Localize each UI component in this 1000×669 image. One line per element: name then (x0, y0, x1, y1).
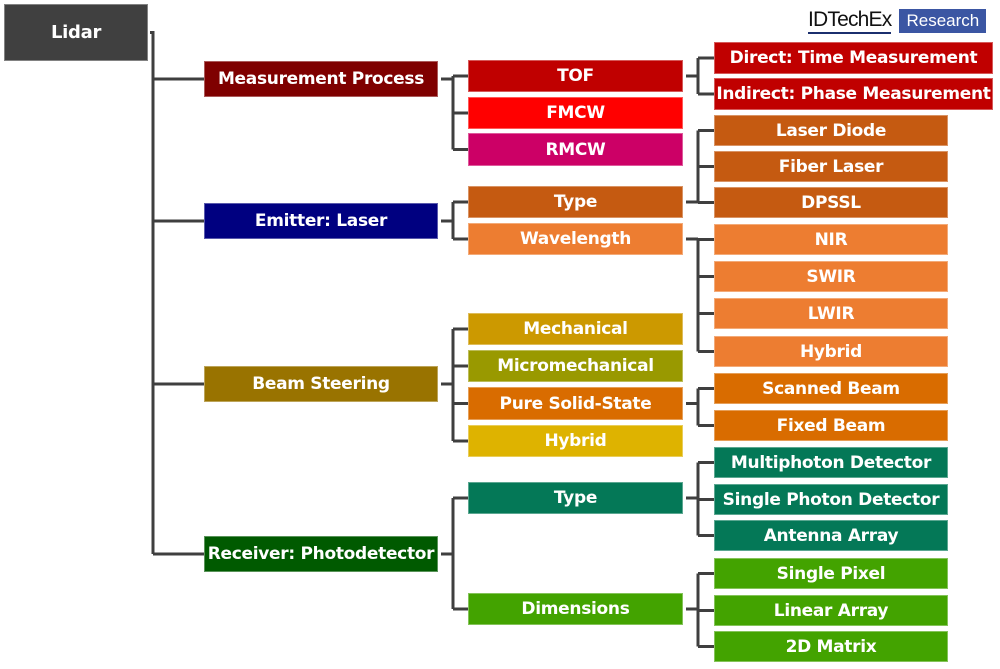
node-label: LWIR (807, 303, 855, 324)
connector-category-1 (441, 200, 468, 241)
node-label: Direct: Time Measurement (729, 48, 978, 68)
connector-sub-2-2 (686, 387, 714, 427)
subcategory-rmcw: RMCW (468, 133, 683, 166)
node-label: Micromechanical (497, 356, 654, 376)
leaf-linear-array: Linear Array (714, 595, 948, 626)
connector-sub-1-1 (686, 237, 714, 353)
node-label: Fiber Laser (778, 156, 884, 177)
connector-root (150, 31, 204, 556)
leaf-hybrid-wavelength: Hybrid (714, 336, 948, 367)
node-label: Hybrid (544, 431, 607, 451)
leaf-fixed-beam: Fixed Beam (714, 410, 948, 441)
node-label: Dimensions (521, 599, 630, 619)
node-label: TOF (557, 66, 594, 86)
connector-sub-1-0 (686, 129, 714, 204)
connector-sub-3-1 (686, 572, 714, 648)
connector-category-2 (441, 327, 468, 443)
node-label: RMCW (545, 139, 606, 160)
subcategory-laser-type: Type (468, 186, 683, 218)
leaf-lwir: LWIR (714, 298, 948, 329)
node-label: Antenna Array (763, 525, 899, 546)
node-label: Linear Array (773, 600, 889, 621)
leaf-nir: NIR (714, 224, 948, 255)
node-label: Wavelength (519, 229, 632, 249)
connector-category-0 (441, 74, 468, 151)
subcategory-fmcw: FMCW (468, 97, 683, 129)
node-label: Type (553, 192, 598, 212)
node-label: Laser Diode (775, 120, 887, 141)
node-label: Single Pixel (776, 563, 886, 584)
node-label: Single Photon Detector (722, 489, 940, 510)
leaf-single-pixel: Single Pixel (714, 558, 948, 589)
leaf-antenna-array: Antenna Array (714, 520, 948, 551)
leaf-single-photon-detector: Single Photon Detector (714, 484, 948, 515)
node-label: Multiphoton Detector (730, 452, 932, 473)
node-label: 2D Matrix (785, 636, 877, 657)
category-receiver-photodetector: Receiver: Photodetector (204, 536, 438, 572)
logo-research-tag: Research (899, 9, 987, 33)
subcategory-tof: TOF (468, 60, 683, 92)
leaf-2d-matrix: 2D Matrix (714, 631, 948, 662)
node-label: Type (553, 488, 598, 508)
idtechex-logo: IDTechEx Research (808, 8, 987, 34)
subcategory-mechanical: Mechanical (468, 313, 683, 345)
node-label: FMCW (546, 103, 605, 123)
node-label: Scanned Beam (762, 378, 900, 399)
node-label: DPSSL (801, 192, 861, 213)
leaf-fiber-laser: Fiber Laser (714, 151, 948, 182)
subcategory-micromechanical: Micromechanical (468, 350, 683, 382)
node-label: Pure Solid-State (499, 393, 652, 414)
leaf-scanned-beam: Scanned Beam (714, 373, 948, 404)
root-node-lidar: Lidar (4, 4, 148, 61)
leaf-dpssl: DPSSL (714, 187, 948, 218)
connector-sub-0-0 (686, 56, 714, 96)
leaf-swir: SWIR (714, 261, 948, 292)
node-label: Beam Steering (252, 374, 390, 394)
category-emitter-laser: Emitter: Laser (204, 203, 438, 239)
node-label: Measurement Process (217, 69, 425, 89)
subcategory-hybrid-steering: Hybrid (468, 425, 683, 457)
subcategory-detector-type: Type (468, 482, 683, 514)
leaf-direct-time-measurement: Direct: Time Measurement (714, 42, 993, 74)
node-label: Receiver: Photodetector (207, 544, 435, 564)
subcategory-pure-solid-state: Pure Solid-State (468, 387, 683, 420)
logo-brand: IDTechEx (808, 8, 892, 34)
node-label: Fixed Beam (776, 415, 886, 436)
category-beam-steering: Beam Steering (204, 366, 438, 402)
connector-category-3 (441, 496, 468, 611)
node-label: Mechanical (523, 319, 628, 339)
subcategory-dimensions: Dimensions (468, 593, 683, 625)
node-label: NIR (814, 229, 848, 250)
node-label: Emitter: Laser (254, 211, 388, 231)
leaf-multiphoton-detector: Multiphoton Detector (714, 447, 948, 478)
subcategory-wavelength: Wavelength (468, 223, 683, 255)
node-label: SWIR (806, 266, 856, 287)
category-measurement-process: Measurement Process (204, 61, 438, 97)
leaf-laser-diode: Laser Diode (714, 115, 948, 146)
node-label: Lidar (50, 22, 102, 43)
node-label: Hybrid (799, 341, 863, 362)
node-label: Indirect: Phase Measurement (716, 84, 991, 104)
connector-sub-3-0 (686, 461, 714, 537)
leaf-indirect-phase-measurement: Indirect: Phase Measurement (714, 78, 993, 110)
